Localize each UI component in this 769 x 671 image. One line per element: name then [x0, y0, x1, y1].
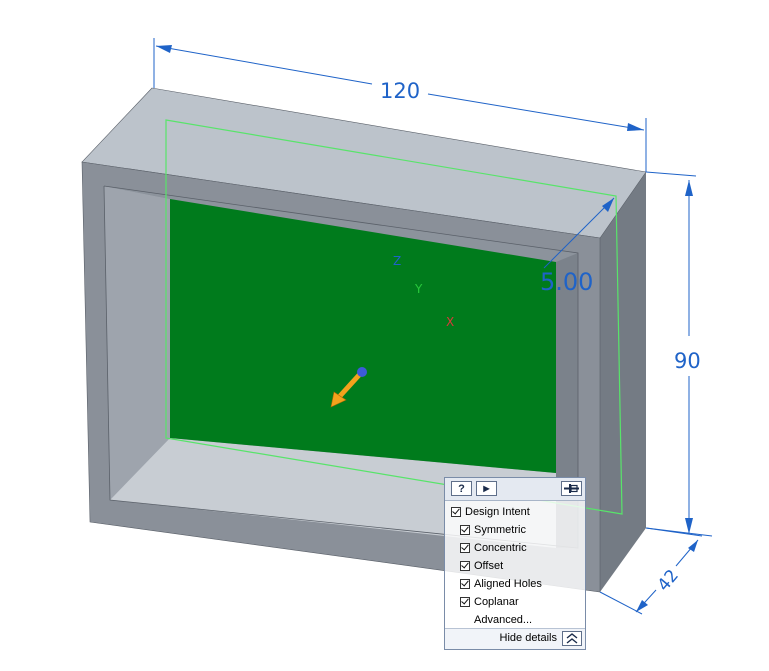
- play-button[interactable]: ▶: [476, 481, 497, 496]
- design-intent-checkbox[interactable]: [451, 507, 461, 517]
- help-button[interactable]: ?: [451, 481, 472, 496]
- coplanar-checkbox[interactable]: [460, 597, 470, 607]
- symmetric-checkbox[interactable]: [460, 525, 470, 535]
- symmetric-label: Symmetric: [474, 524, 526, 536]
- collapse-button[interactable]: [562, 631, 582, 646]
- pin-button[interactable]: [561, 481, 582, 496]
- offset-value[interactable]: 5.00: [540, 268, 593, 296]
- dimension-120-label: 120: [380, 79, 420, 103]
- pin-icon: [564, 484, 579, 493]
- offset-checkbox[interactable]: [460, 561, 470, 571]
- aligned-holes-checkbox[interactable]: [460, 579, 470, 589]
- design-intent-label: Design Intent: [465, 506, 530, 518]
- help-icon: ?: [458, 482, 465, 495]
- double-chevron-up-icon: [566, 633, 578, 644]
- dimension-42-label: 42: [654, 566, 683, 595]
- cavity-top-wall: [104, 186, 578, 262]
- selection-outline: [165, 119, 623, 515]
- coplanar-label: Coplanar: [474, 596, 519, 608]
- play-icon: ▶: [483, 484, 490, 493]
- design-intent-footer: Hide details: [445, 628, 585, 649]
- z-axis-label: Z: [393, 254, 401, 268]
- offset-option[interactable]: Offset: [460, 558, 503, 574]
- offset-label: Offset: [474, 560, 504, 572]
- concentric-checkbox[interactable]: [460, 543, 470, 553]
- coordinate-triad: Z Y X: [393, 254, 454, 329]
- hide-details-link[interactable]: Hide details: [499, 632, 557, 644]
- selected-bottom-face[interactable]: [170, 199, 556, 473]
- offset-dimension[interactable]: 5.00: [540, 197, 615, 296]
- dimension-90-label: 90: [674, 349, 701, 373]
- design-intent-option[interactable]: Design Intent: [451, 504, 530, 520]
- advanced-label: Advanced...: [474, 614, 533, 626]
- symmetric-option[interactable]: Symmetric: [460, 522, 526, 538]
- y-axis-label: Y: [414, 282, 423, 296]
- concentric-option[interactable]: Concentric: [460, 540, 527, 556]
- box-right-face[interactable]: [600, 172, 646, 592]
- concentric-label: Concentric: [474, 542, 527, 554]
- advanced-link[interactable]: Advanced...: [474, 612, 532, 628]
- design-intent-panel: ? ▶ Design Intent Symmetric Concentric O…: [444, 477, 586, 650]
- cavity-right-wall: [556, 253, 578, 548]
- dimension-90[interactable]: 90: [645, 171, 703, 537]
- aligned-holes-label: Aligned Holes: [474, 578, 542, 590]
- x-axis-label: X: [446, 315, 454, 329]
- dimension-120[interactable]: 120: [153, 38, 647, 172]
- arrow-handle-icon[interactable]: [330, 367, 367, 408]
- cavity-left-wall: [104, 186, 170, 500]
- design-intent-toolbar: ? ▶: [445, 478, 585, 501]
- coplanar-option[interactable]: Coplanar: [460, 594, 519, 610]
- aligned-holes-option[interactable]: Aligned Holes: [460, 576, 542, 592]
